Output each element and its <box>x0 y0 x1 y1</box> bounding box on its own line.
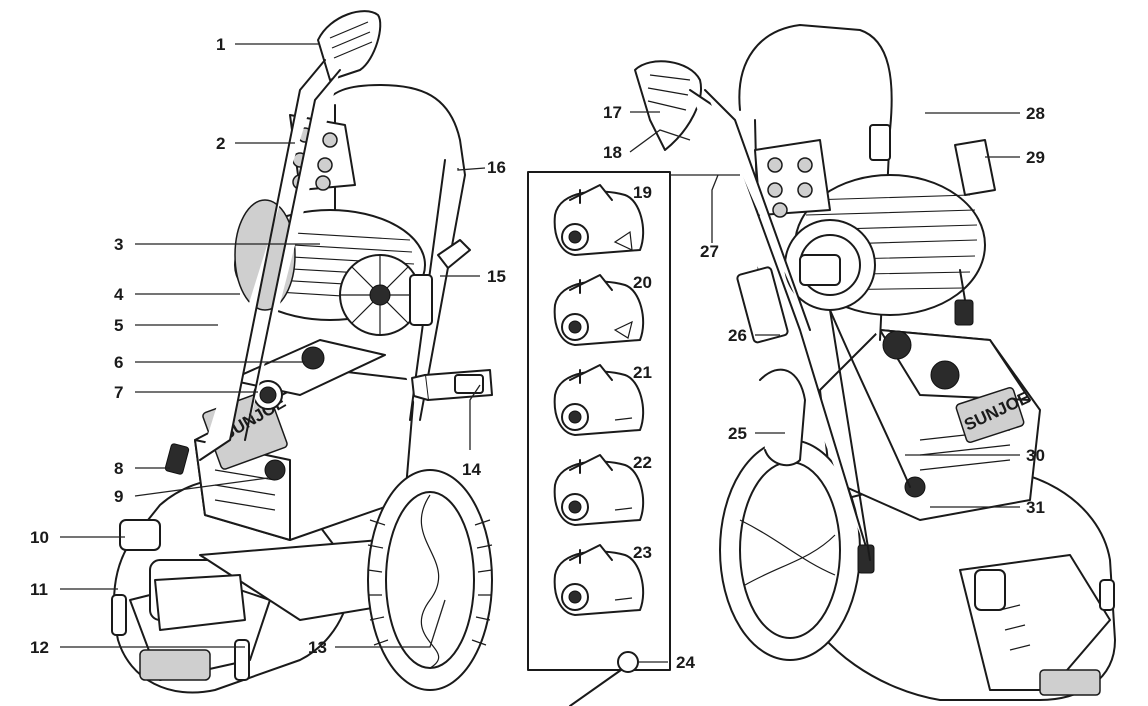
callout-31: 31 <box>1026 498 1045 517</box>
callout-27: 27 <box>700 242 719 261</box>
callout-17: 17 <box>603 103 622 122</box>
nozzle-21 <box>553 364 645 436</box>
nozzle-19 <box>553 184 645 256</box>
callout-5: 5 <box>114 316 123 335</box>
left-unit-illustration: SUNJOE <box>111 10 493 694</box>
callout-1: 1 <box>216 35 225 54</box>
callout-6: 6 <box>114 353 123 372</box>
callout-22: 22 <box>633 453 652 472</box>
callout-13: 13 <box>308 638 327 657</box>
right-unit-illustration: SUNJOE <box>634 24 1116 701</box>
callout-8: 8 <box>114 459 123 478</box>
callout-16: 16 <box>487 158 506 177</box>
callout-12: 12 <box>30 638 49 657</box>
leader-lines <box>60 43 1020 663</box>
nozzle-20 <box>553 274 645 346</box>
callout-25: 25 <box>728 424 747 443</box>
callout-3: 3 <box>114 235 123 254</box>
nozzle-23 <box>553 544 645 616</box>
callout-28: 28 <box>1026 104 1045 123</box>
nozzle-22 <box>553 454 645 526</box>
callout-21: 21 <box>633 363 652 382</box>
callout-11: 11 <box>30 580 48 599</box>
callout-15: 15 <box>487 267 506 286</box>
callout-labels: 1 2 3 4 5 6 7 8 9 10 11 12 13 14 15 16 1… <box>30 35 1045 672</box>
callout-24: 24 <box>676 653 695 672</box>
callout-14: 14 <box>462 460 481 479</box>
callout-4: 4 <box>114 285 124 304</box>
callout-7: 7 <box>114 383 123 402</box>
callout-26: 26 <box>728 326 747 345</box>
callout-10: 10 <box>30 528 49 547</box>
callout-19: 19 <box>633 183 652 202</box>
callout-9: 9 <box>114 487 123 506</box>
callout-2: 2 <box>216 134 225 153</box>
nozzle-set-illustration <box>527 171 671 706</box>
callout-29: 29 <box>1026 148 1045 167</box>
callout-23: 23 <box>633 543 652 562</box>
callout-18: 18 <box>603 143 622 162</box>
callout-20: 20 <box>633 273 652 292</box>
callout-30: 30 <box>1026 446 1045 465</box>
